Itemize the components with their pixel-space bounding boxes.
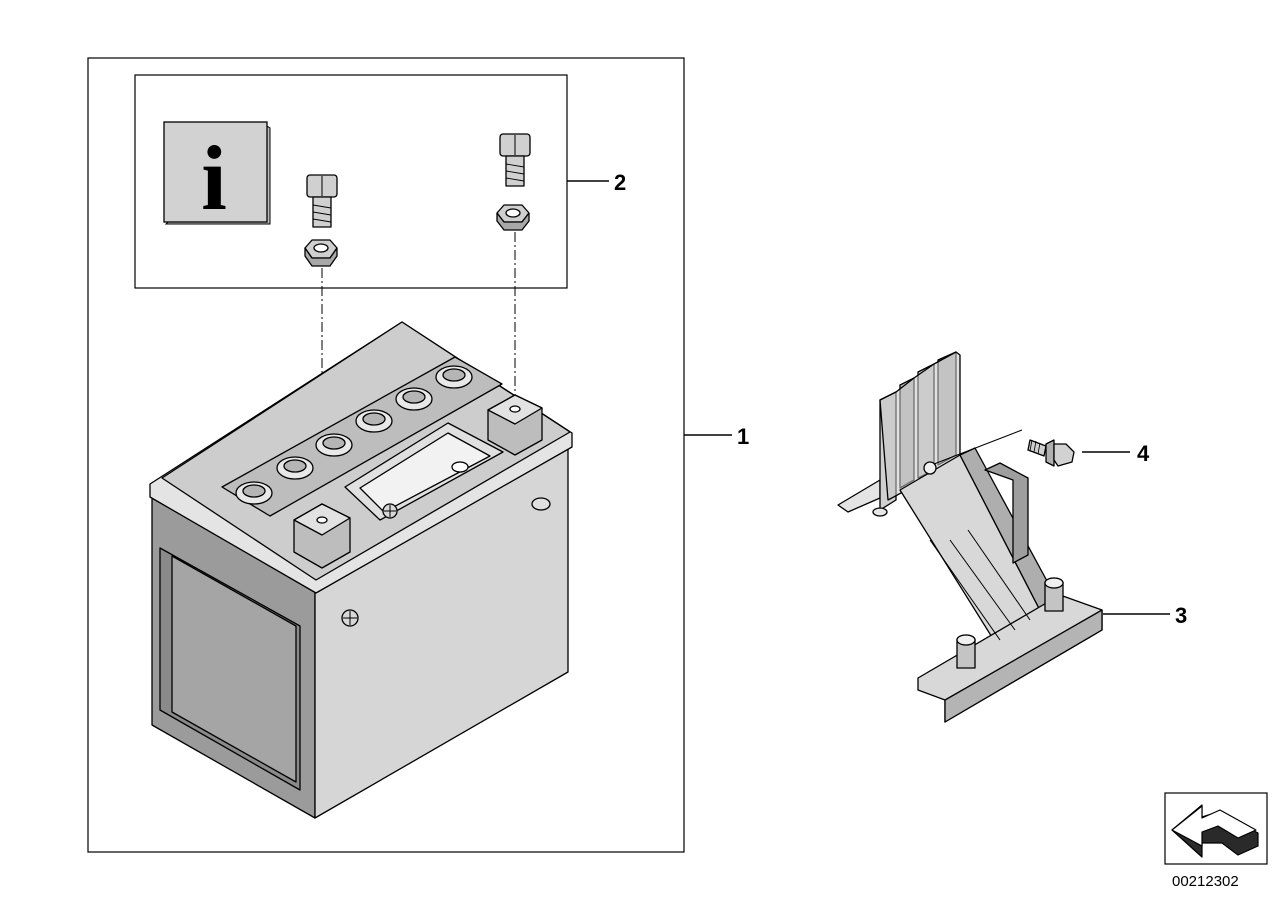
callout-4[interactable]: 4 bbox=[1137, 441, 1150, 466]
orientation-arrow-icon bbox=[1171, 804, 1259, 858]
callout-1[interactable]: 1 bbox=[737, 424, 749, 449]
bolt-right bbox=[499, 133, 531, 187]
bracket-screw bbox=[933, 429, 1075, 467]
battery bbox=[149, 321, 573, 819]
callout-3[interactable]: 3 bbox=[1175, 603, 1187, 628]
callout-2[interactable]: 2 bbox=[614, 170, 626, 195]
nut-left bbox=[304, 239, 338, 267]
info-icon[interactable]: i bbox=[163, 121, 271, 229]
nut-right bbox=[496, 204, 530, 231]
battery-set-frame bbox=[87, 57, 685, 853]
battery-bracket bbox=[837, 351, 1103, 723]
document-id: 00212302 bbox=[1172, 873, 1239, 890]
info-icon-glyph: i bbox=[201, 127, 227, 229]
bolt-left bbox=[306, 174, 338, 228]
